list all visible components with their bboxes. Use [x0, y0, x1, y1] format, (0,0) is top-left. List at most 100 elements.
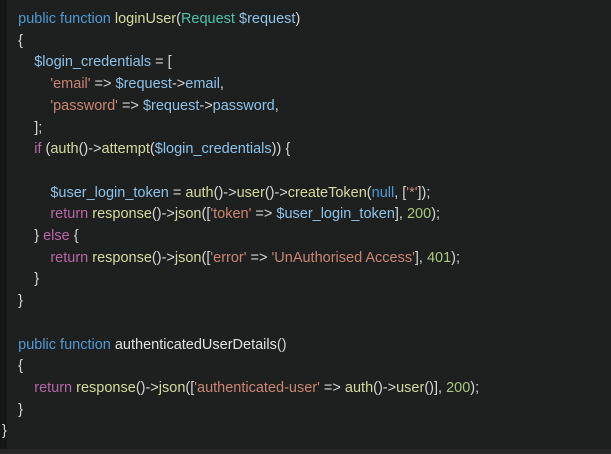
code-token: ],	[414, 249, 427, 266]
code-token: =>	[246, 249, 272, 266]
code-token: $user_login_token	[276, 206, 395, 223]
code-token: ([	[201, 206, 211, 223]
code-token: json	[158, 379, 186, 396]
code-line: return response()->json(['error' => 'UnA…	[2, 248, 607, 270]
code-token	[2, 54, 34, 70]
code-line: public function authenticatedUserDetails…	[2, 335, 607, 357]
code-token: ()	[276, 336, 287, 353]
code-token: public function	[18, 11, 115, 27]
code-token: ()->	[78, 141, 102, 158]
code-token: auth	[50, 141, 79, 158]
code-token: (	[366, 184, 372, 201]
code-token: }	[2, 228, 44, 245]
code-token: ],	[394, 206, 407, 223]
code-token: public function	[18, 336, 115, 353]
code-token: =>	[251, 206, 277, 223]
code-line: 'email' => $request->email,	[2, 74, 607, 96]
code-token: response	[92, 206, 152, 223]
code-token: , [	[394, 184, 407, 201]
code-line: 'password' => $request->password,	[2, 96, 607, 118]
code-token: );	[431, 206, 441, 223]
code-token: =	[168, 184, 186, 201]
code-token	[2, 141, 34, 157]
code-token	[2, 76, 50, 92]
code-line: $user_login_token = auth()->user()->crea…	[2, 183, 607, 205]
code-token: email	[185, 76, 220, 93]
code-token	[2, 380, 34, 396]
code-token: $user_login_token	[50, 184, 169, 201]
code-token: ,	[274, 97, 279, 114]
code-token: (	[41, 141, 51, 158]
code-token: ->	[171, 76, 186, 93]
code-token: }	[2, 271, 40, 288]
code-line: {	[2, 31, 607, 53]
code-token: )) {	[271, 141, 291, 158]
code-token: 'UnAuthorised Access'	[271, 249, 415, 266]
code-token: return	[50, 206, 89, 223]
code-token: = [	[151, 54, 172, 71]
code-line: return response()->json(['authenticated-…	[2, 378, 607, 400]
code-line	[2, 313, 607, 335]
code-token: ];	[2, 119, 43, 136]
code-token: $request	[239, 11, 296, 27]
code-token: {	[2, 32, 23, 49]
code-token: 'error'	[210, 249, 247, 266]
code-line: $login_credentials = [	[2, 52, 607, 74]
code-token: {	[69, 228, 79, 245]
code-token: response	[92, 249, 152, 266]
code-line: return response()->json(['token' => $use…	[2, 204, 607, 226]
code-line: } else {	[2, 226, 607, 248]
code-token: ([	[185, 379, 195, 396]
code-token: 401	[426, 249, 452, 266]
code-token: =>	[117, 97, 143, 114]
code-token: auth	[344, 379, 374, 396]
code-line: }	[2, 400, 607, 422]
code-token: }	[2, 423, 7, 440]
code-token: $login_credentials	[154, 141, 272, 158]
code-token: json	[174, 206, 202, 223]
code-token: }	[2, 401, 23, 418]
code-line: ];	[2, 118, 607, 140]
editor-bottom-edge	[0, 449, 611, 454]
code-token: ()->	[151, 249, 175, 266]
code-token: ()->	[373, 379, 397, 396]
code-line: {	[2, 356, 607, 378]
code-token: ,	[219, 76, 224, 93]
code-token: return	[34, 379, 73, 396]
code-token: '*'	[406, 184, 418, 201]
code-token: {	[2, 358, 23, 375]
code-token: ()->	[151, 206, 175, 223]
code-line: if (auth()->attempt($login_credentials))…	[2, 139, 607, 161]
code-line: }	[2, 269, 607, 291]
code-token: =>	[90, 76, 116, 93]
code-token: attempt	[101, 141, 150, 158]
code-token: Request	[180, 11, 235, 27]
code-token	[2, 250, 50, 266]
code-token: user	[396, 379, 425, 396]
code-token: ()->	[264, 184, 288, 201]
code-token	[2, 337, 18, 353]
code-token: if	[34, 141, 42, 158]
code-token	[2, 11, 18, 27]
code-line	[2, 161, 607, 183]
code-token: null	[371, 184, 395, 201]
code-line: public function loginUser(Request $reque…	[2, 9, 607, 31]
code-token	[2, 185, 50, 201]
code-token: );	[451, 249, 461, 266]
code-token: json	[174, 249, 202, 266]
code-token: authenticatedUserDetails	[114, 336, 277, 353]
code-token: );	[470, 379, 480, 396]
code-token: }	[2, 293, 23, 310]
code-token	[2, 98, 50, 114]
code-token: ()->	[213, 184, 237, 201]
code-line: }	[2, 291, 607, 313]
code-token: ]);	[417, 184, 431, 201]
code-token: 'token'	[210, 206, 252, 223]
code-token: ()->	[135, 379, 159, 396]
code-token: $request	[142, 97, 200, 114]
editor-left-gutter	[0, 0, 7, 454]
code-token: ([	[201, 249, 211, 266]
code-token: createToken	[287, 184, 367, 201]
code-token: ()],	[424, 379, 447, 396]
